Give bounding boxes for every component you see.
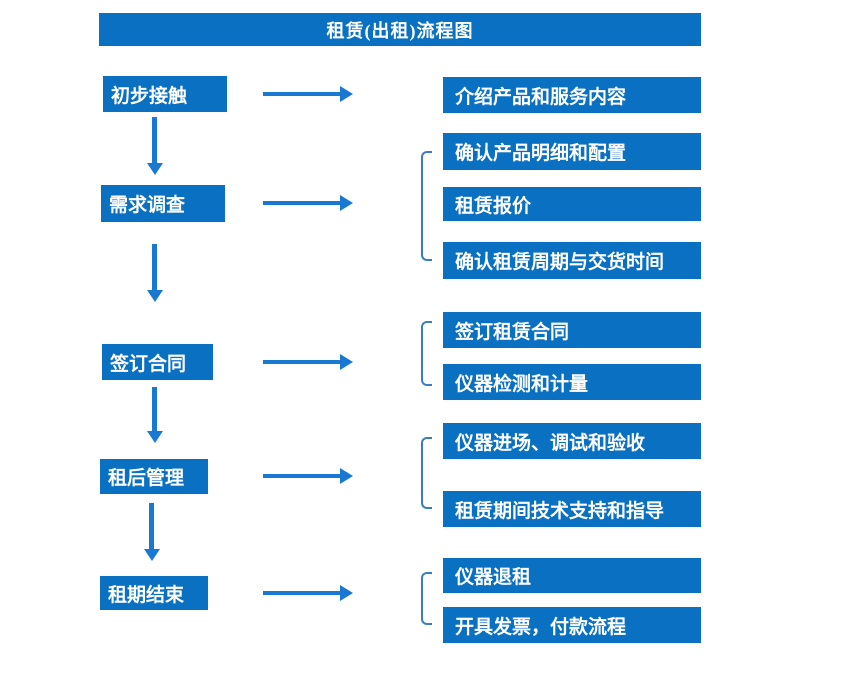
step-box-sign-contract: 签订合同	[102, 344, 213, 380]
arrow-shaft	[149, 503, 154, 550]
down-arrow-3	[147, 387, 163, 443]
arrow-head	[147, 163, 163, 175]
arrow-shaft	[263, 201, 341, 205]
detail-box-introduce-products: 介绍产品和服务内容	[443, 77, 701, 113]
down-arrow-1	[147, 117, 163, 175]
arrow-head	[340, 195, 353, 211]
step-box-rental-end: 租期结束	[100, 576, 208, 610]
arrow-shaft	[152, 117, 157, 164]
arrow-head	[147, 290, 163, 302]
arrow-shaft	[263, 360, 341, 364]
detail-box-invoice-payment: 开具发票，付款流程	[443, 607, 701, 643]
arrow-shaft	[263, 591, 341, 595]
detail-box-rental-quote: 租赁报价	[443, 187, 701, 221]
detail-box-sign-rental-contract: 签订租赁合同	[443, 312, 701, 348]
detail-box-confirm-rental-period: 确认租赁周期与交货时间	[443, 242, 701, 279]
right-arrow-1	[263, 86, 353, 102]
arrow-shaft	[263, 474, 341, 478]
arrow-head	[340, 585, 353, 601]
right-arrow-3	[263, 354, 353, 370]
group-bracket-4	[421, 437, 432, 509]
right-arrow-4	[263, 468, 353, 484]
detail-box-instrument-entry: 仪器进场、调试和验收	[443, 423, 701, 459]
arrow-head	[340, 468, 353, 484]
step-box-demand-survey: 需求调查	[101, 185, 225, 222]
down-arrow-2	[147, 244, 163, 302]
detail-box-technical-support: 租赁期间技术支持和指导	[443, 491, 701, 527]
arrow-head	[144, 549, 160, 561]
down-arrow-4	[144, 503, 160, 561]
arrow-shaft	[152, 244, 157, 291]
right-arrow-2	[263, 195, 353, 211]
detail-box-instrument-return: 仪器退租	[443, 558, 701, 593]
detail-box-confirm-product-details: 确认产品明细和配置	[443, 133, 701, 170]
right-arrow-5	[263, 585, 353, 601]
detail-box-instrument-testing: 仪器检测和计量	[443, 364, 701, 400]
step-box-initial-contact: 初步接触	[103, 76, 227, 112]
arrow-shaft	[263, 92, 341, 96]
group-bracket-2	[421, 151, 432, 261]
group-bracket-3	[421, 321, 432, 386]
arrow-head	[340, 354, 353, 370]
diagram-title: 租赁(出租)流程图	[99, 13, 701, 46]
arrow-shaft	[152, 387, 157, 432]
arrow-head	[147, 431, 163, 443]
group-bracket-5	[421, 572, 432, 625]
arrow-head	[340, 86, 353, 102]
step-box-post-rental-management: 租后管理	[100, 459, 208, 494]
